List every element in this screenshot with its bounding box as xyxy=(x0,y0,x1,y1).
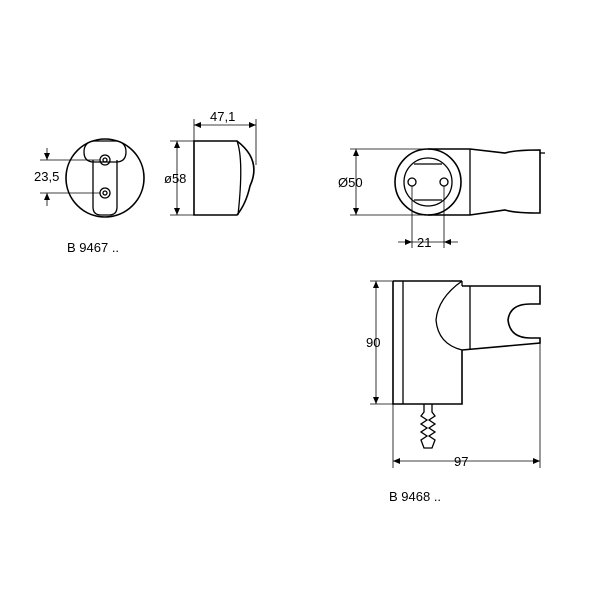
dimension-diameter-50-text: Ø50 xyxy=(338,175,363,190)
dimension-spacing-text: 21 xyxy=(417,235,431,250)
wall-plug-icon xyxy=(419,404,437,449)
model-b-label: B 9468 .. xyxy=(389,489,441,504)
dimension-depth-text: 47,1 xyxy=(210,109,235,124)
bracket-top-view: Ø50 21 xyxy=(338,148,545,250)
round-holder-side-view: ø58 47,1 xyxy=(164,109,257,216)
dimension-length-text: 97 xyxy=(454,454,468,469)
model-a-label: B 9467 .. xyxy=(67,240,119,255)
dimension-height-text: 90 xyxy=(366,335,380,350)
screw-bottom-icon xyxy=(99,187,111,199)
round-holder-front-view: 23,5 xyxy=(34,138,145,218)
dimension-diameter-58-text: ø58 xyxy=(164,171,186,186)
screw-top-icon xyxy=(99,154,111,166)
dimension-holder-height-text: 23,5 xyxy=(34,169,59,184)
bracket-side-view: 90 97 xyxy=(366,280,541,469)
dimension-holder-height: 23,5 xyxy=(34,148,100,206)
